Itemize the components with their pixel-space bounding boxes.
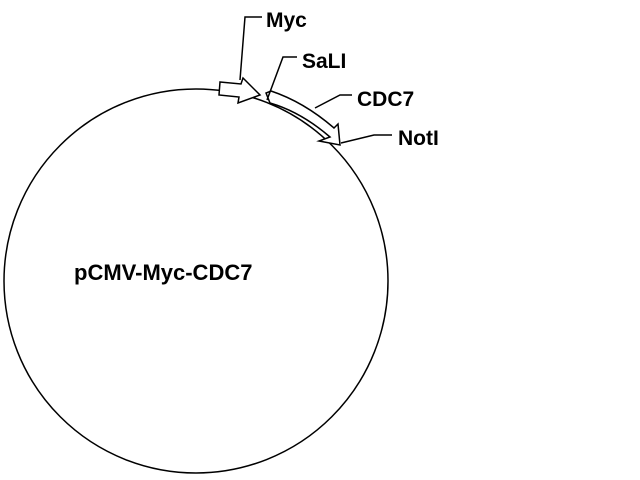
cdc7-insert-arrow (265, 90, 341, 146)
myc-leader-line (239, 16, 262, 81)
sali-leader-line (266, 56, 297, 101)
noti-leader-line (340, 134, 392, 144)
myc-label: Myc (266, 9, 307, 32)
plasmid-name: pCMV-Myc-CDC7 (74, 260, 252, 285)
noti-label: NotI (398, 127, 439, 150)
myc-tag-arrow (218, 76, 262, 105)
cdc7-leader-line (314, 94, 352, 109)
cdc7-label: CDC7 (357, 88, 414, 111)
sali-label: SaLI (302, 50, 346, 73)
plasmid-backbone (3, 88, 389, 474)
